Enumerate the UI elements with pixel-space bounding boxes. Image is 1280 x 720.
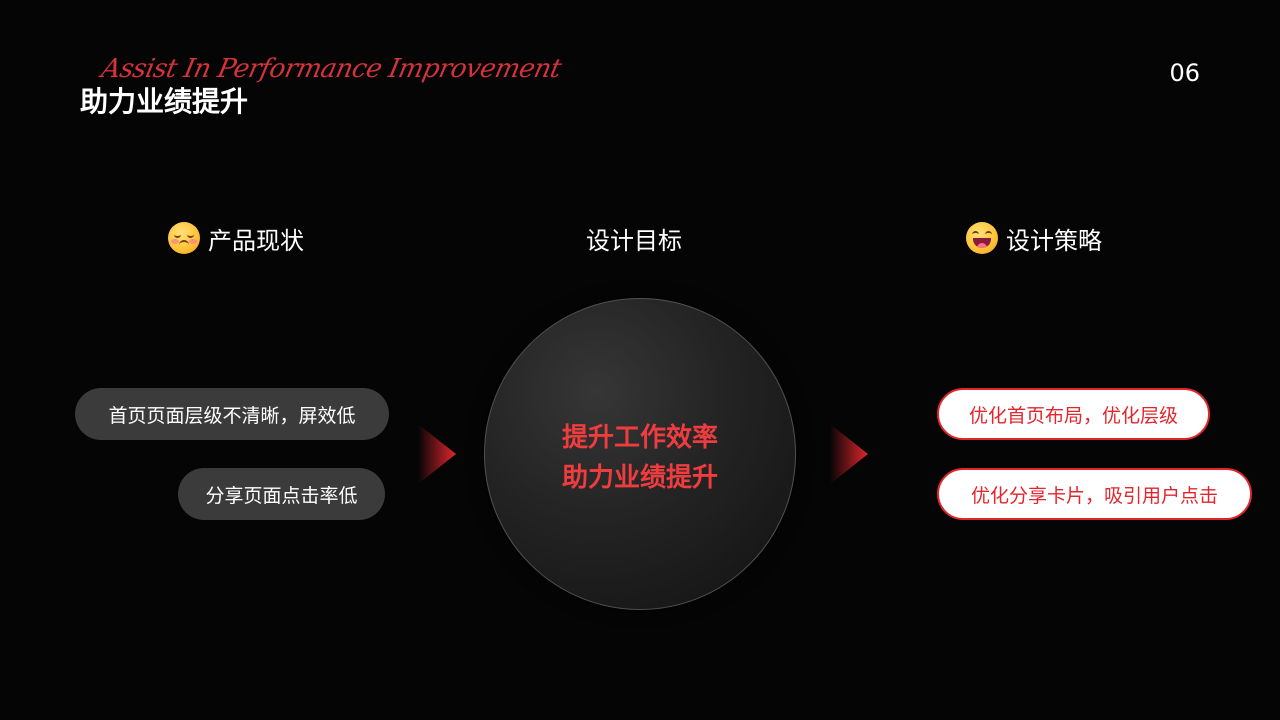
- design-strategy-heading: 设计策略: [966, 220, 1102, 256]
- design-goal-circle: [484, 298, 796, 610]
- design-goal-line: 助力业绩提升: [561, 463, 718, 493]
- page-number: 06: [1169, 59, 1200, 87]
- current-status-title: 产品现状: [208, 226, 304, 255]
- design-strategy-item: 优化首页布局，优化层级: [937, 388, 1210, 440]
- design-strategy-item: 优化分享卡片，吸引用户点击: [937, 468, 1252, 520]
- current-status-heading: 产品现状: [168, 220, 304, 256]
- right-arrow-icon: [830, 424, 868, 484]
- page-title: 助力业绩提升: [80, 85, 249, 118]
- current-status-item: 首页页面层级不清晰，屏效低: [75, 388, 389, 440]
- design-goal-title: 设计目标: [586, 226, 682, 255]
- design-strategy-title: 设计策略: [1006, 226, 1102, 255]
- current-status-item: 分享页面点击率低: [178, 468, 385, 520]
- design-goal-line: 提升工作效率: [561, 423, 718, 453]
- right-arrow-icon: [418, 424, 456, 484]
- grinning-face-icon: [966, 222, 998, 254]
- design-goal-heading: 设计目标: [586, 220, 682, 256]
- pensive-face-icon: [168, 222, 200, 254]
